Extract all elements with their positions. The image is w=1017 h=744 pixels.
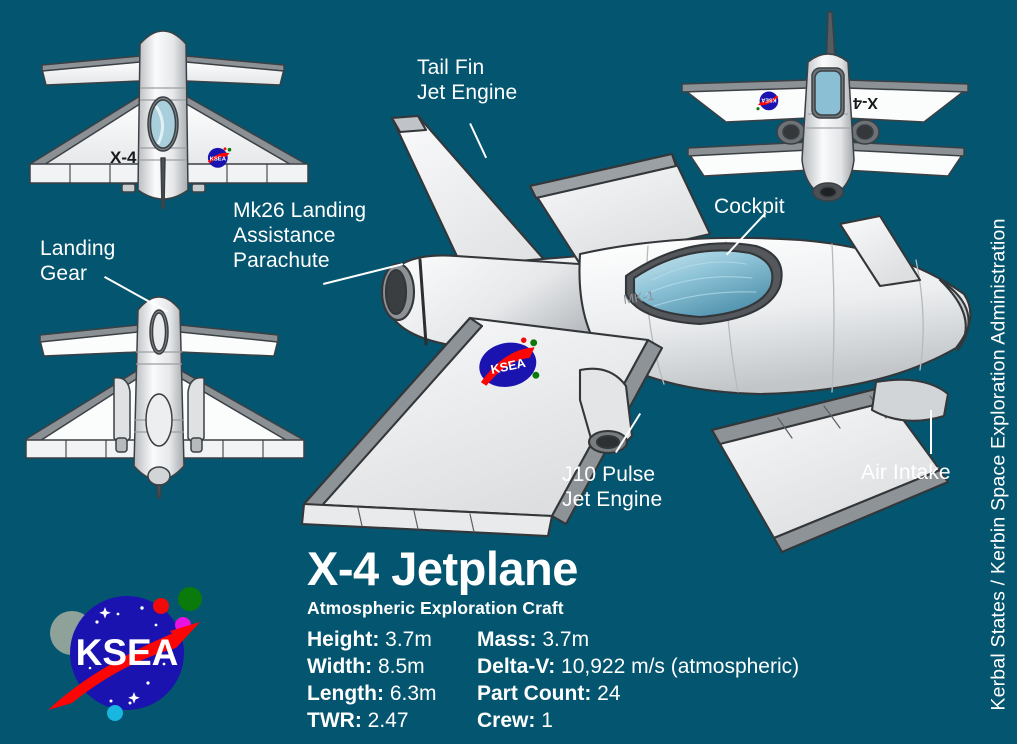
spec-twr-label: TWR: <box>307 709 362 732</box>
spec-width-value: 8.5m <box>377 655 425 678</box>
spec-length-label: Length: <box>307 682 384 705</box>
svg-text:KSEA: KSEA <box>210 157 227 163</box>
spec-height: Height: 3.7m <box>307 627 477 653</box>
spec-table: Height: 3.7m Mass: 3.7m Width: 8.5m Delt… <box>307 627 799 734</box>
logo-swoosh <box>48 622 200 710</box>
agency-strip: Kerbal States / Kerbin Space Exploration… <box>979 0 1017 744</box>
spec-delta-v-label: Delta-V: <box>477 655 556 678</box>
craft-bottom-view <box>18 280 318 500</box>
title-block: X-4 Jetplane Atmospheric Exploration Cra… <box>307 544 578 619</box>
craft-front-view: X-4 KSEA <box>660 10 990 210</box>
spec-height-value: 3.7m <box>385 628 432 651</box>
page-subtitle: Atmospheric Exploration Craft <box>307 598 564 618</box>
spec-twr-value: 2.47 <box>367 709 409 732</box>
craft-hero-view: KSEA <box>280 18 1000 578</box>
spec-crew-value: 1 <box>541 709 553 732</box>
spec-part-count-label: Part Count: <box>477 682 592 705</box>
spec-length: Length: 6.3m <box>307 681 477 707</box>
front-view-designation: X-4 <box>853 94 878 111</box>
callout-landing-gear: Landing Gear <box>40 237 116 285</box>
spec-crew: Crew: 1 <box>477 708 799 734</box>
spec-mass-label: Mass: <box>477 628 537 651</box>
spec-mass-value: 3.7m <box>542 628 590 651</box>
callout-tail-fin-jet-engine: Tail Fin Jet Engine <box>417 56 518 104</box>
logo-wordmark: KSEA <box>76 632 179 673</box>
spec-delta-v: Delta-V: 10,922 m/s (atmospheric) <box>477 654 799 680</box>
spec-length-value: 6.3m <box>389 682 437 705</box>
logo-stars <box>88 606 166 705</box>
fuselage-part-label: MK-1 <box>622 288 655 307</box>
wing-ksea-decal: KSEA <box>207 147 232 168</box>
callout-air-intake: Air Intake <box>861 461 951 484</box>
page-title: X-4 Jetplane <box>307 542 578 595</box>
spec-height-label: Height: <box>307 628 380 651</box>
spec-width-label: Width: <box>307 655 373 678</box>
callout-cockpit: Cockpit <box>714 195 785 218</box>
svg-text:KSEA: KSEA <box>761 97 776 103</box>
craft-top-view: X-4 KSEA <box>22 12 322 209</box>
spec-width: Width: 8.5m <box>307 654 477 680</box>
callout-mk26-parachute: Mk26 Landing Assistance Parachute <box>233 199 367 272</box>
spec-part-count: Part Count: 24 <box>477 681 799 707</box>
spec-part-count-value: 24 <box>597 682 621 705</box>
ksea-logo: KSEA <box>30 585 235 737</box>
leader-air-intake <box>930 410 932 454</box>
spec-crew-label: Crew: <box>477 709 536 732</box>
callout-j10-pulse-jet-engine: J10 Pulse Jet Engine <box>562 463 663 511</box>
spec-twr: TWR: 2.47 <box>307 708 477 734</box>
hero-wing-ksea-decal: KSEA <box>479 337 540 387</box>
agency-strip-text: Kerbal States / Kerbin Space Exploration… <box>987 218 1010 711</box>
spec-mass: Mass: 3.7m <box>477 627 799 653</box>
spec-delta-v-value: 10,922 m/s (atmospheric) <box>561 655 800 678</box>
top-view-designation: X-4 <box>110 148 137 167</box>
front-wing-ksea-decal: KSEA <box>756 91 779 111</box>
